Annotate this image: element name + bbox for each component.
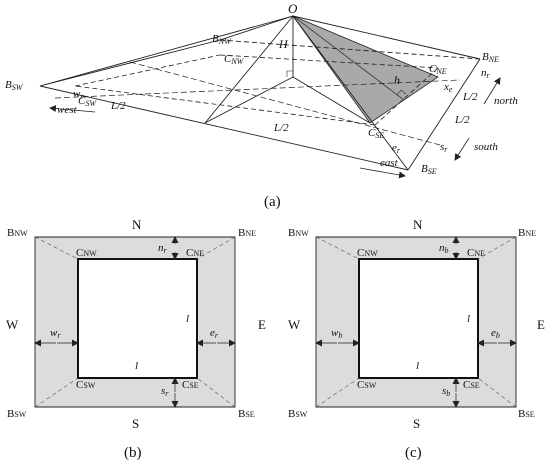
corner-b-ne: BNE (482, 51, 499, 64)
plan-b-inner-se: CSE (182, 379, 199, 391)
plan-b-corner-ne: BNE (238, 227, 256, 239)
plan-b-south: S (132, 416, 139, 431)
plan-b-corner-nw: BNW (7, 227, 28, 239)
plan-c-s-width: sb (442, 385, 450, 398)
plan-c-corner-sw: BSW (288, 408, 308, 420)
right-angle-mark-h (396, 89, 407, 96)
half-length-south: L/2 (273, 122, 289, 134)
right-angle-mark (286, 70, 293, 77)
height-label: H (278, 37, 289, 51)
plan-b-side-length: l (186, 313, 189, 325)
width-n-label: nr (481, 67, 491, 80)
width-s-label: sr (440, 141, 448, 154)
corner-b-nw: BNW (212, 33, 232, 46)
half-length-east: L/2 (454, 114, 470, 126)
half-length-north: L/2 (462, 91, 478, 103)
corner-b-sw: BSW (5, 79, 24, 92)
plan-b-corner-sw: BSW (7, 408, 27, 420)
plan-c-inner-nw: CNW (357, 247, 378, 259)
plan-c-north: N (413, 217, 423, 232)
width-w-label: wr (73, 88, 84, 101)
plan-c-inner-sw: CSW (357, 379, 377, 391)
east-arrow (359, 167, 406, 179)
north-arrow (483, 77, 501, 105)
caption-b: (b) (124, 445, 142, 461)
x-label: xe (443, 81, 453, 94)
corner-c-se: CSE (368, 127, 384, 140)
plan-b-inner-sw: CSW (76, 379, 96, 391)
plan-b-west: W (6, 317, 19, 332)
plan-b-s-width: sr (161, 385, 169, 398)
caption-a: (a) (264, 194, 281, 210)
plan-c-inner (358, 258, 479, 379)
plan-b-inner-nw: CNW (76, 247, 97, 259)
corner-b-se: BSE (421, 163, 437, 176)
pyramid-figure: O H h xe BNW BNE BSW BSE CNW CNE CSW CSE… (5, 1, 518, 210)
base-outline (39, 39, 481, 171)
plan-c-diagonals (315, 236, 517, 408)
plan-b-north: N (132, 217, 142, 232)
plan-c-n-width: nb (439, 242, 449, 255)
plan-b-n-width: nr (158, 242, 168, 255)
apex-label: O (288, 1, 298, 16)
plan-c-corner-nw: BNW (288, 227, 309, 239)
plan-c-south: S (413, 416, 420, 431)
plan-b-diagonals (34, 236, 236, 408)
plan-c-corner-ne: BNE (518, 227, 536, 239)
plan-c-bottom-length: l (416, 360, 419, 372)
plan-b-dimensions (34, 236, 236, 408)
plan-c-east: E (537, 317, 545, 332)
plan-c-e-width: eb (491, 327, 500, 340)
plan-figure-b: N S W E BNW BNE BSW BSE CNW CNE CSW CSE … (6, 217, 266, 461)
slant-label: h (394, 73, 400, 87)
west-label: west (57, 104, 78, 116)
plan-c-w-width: wb (331, 327, 342, 340)
plan-c-inner-ne: CNE (467, 247, 485, 259)
plan-c-corner-se: BSE (518, 408, 535, 420)
corner-c-ne: CNE (429, 63, 447, 76)
east-label: east (380, 157, 399, 169)
south-label: south (474, 141, 498, 153)
plan-c-west: W (288, 317, 301, 332)
plan-figure-c: N S W E BNW BNE BSW BSE CNW CNE CSW CSE … (288, 217, 545, 461)
plan-b-e-width: er (210, 327, 219, 340)
half-length-west: L/2 (110, 100, 126, 112)
west-arrow (49, 105, 96, 113)
plan-b-corner-se: BSE (238, 408, 255, 420)
plan-b-w-width: wr (50, 327, 61, 340)
north-label: north (494, 95, 518, 107)
caption-c: (c) (405, 445, 422, 461)
center-lines (54, 61, 461, 146)
width-e-label: er (392, 142, 401, 155)
plan-c-side-length: l (467, 313, 470, 325)
plan-c-inner-se: CSE (463, 379, 480, 391)
corner-c-nw: CNW (224, 53, 245, 66)
apex-edges (39, 15, 481, 171)
south-arrow (454, 137, 470, 161)
plan-b-bottom-length: l (135, 360, 138, 372)
plan-b-inner (77, 258, 198, 379)
corner-c-sw: CSW (78, 95, 97, 108)
inner-outline (74, 54, 439, 126)
plan-b-east: E (258, 317, 266, 332)
plan-b-inner-ne: CNE (186, 247, 204, 259)
plan-c-dimensions (315, 236, 517, 408)
